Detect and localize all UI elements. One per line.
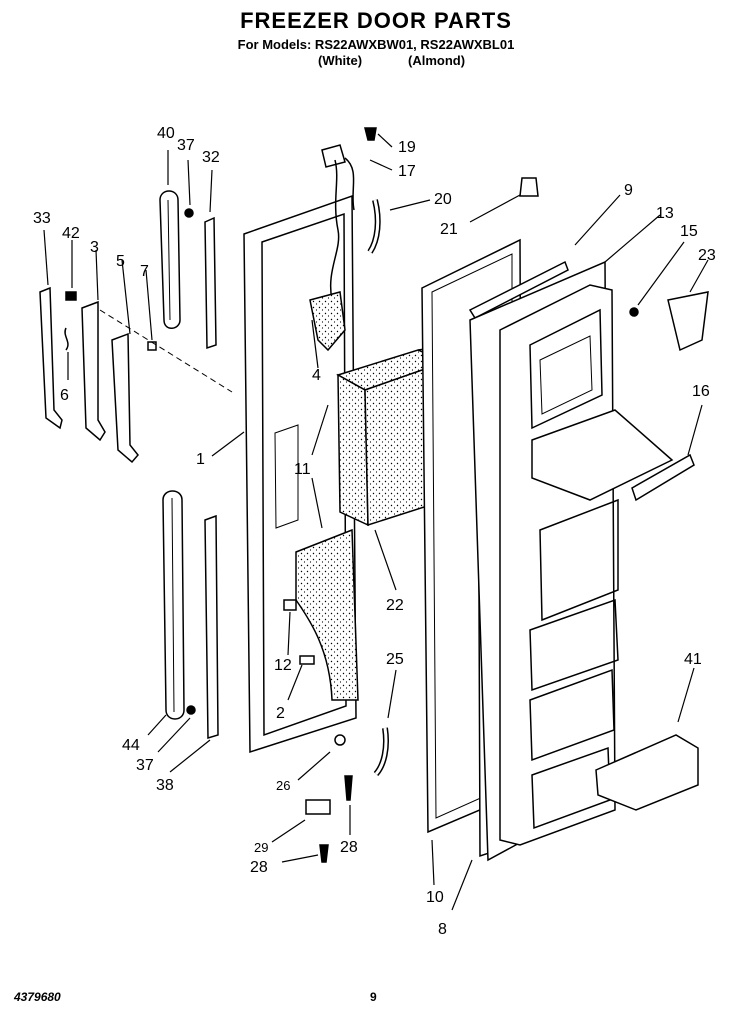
color-almond-label: (Almond)	[408, 53, 466, 68]
screw-28-lower	[319, 844, 329, 863]
document-number: 4379680	[14, 990, 61, 1004]
callout-22: 22	[386, 597, 404, 614]
spring-6	[64, 327, 69, 351]
handle-33	[39, 286, 63, 430]
callout-6: 6	[60, 387, 69, 404]
callout-5: 5	[116, 253, 125, 270]
strip-9	[468, 260, 569, 319]
bracket-2	[299, 655, 315, 665]
callout-28-upper: 28	[340, 839, 358, 856]
callout-44: 44	[122, 737, 140, 754]
foam-piece-4	[309, 291, 346, 352]
page-number: 9	[370, 990, 377, 1004]
callout-21: 21	[440, 221, 458, 238]
callout-28-lower: 28	[250, 859, 268, 876]
clip-7	[147, 341, 157, 351]
screw-19	[364, 127, 377, 141]
screw-28-upper	[344, 775, 353, 801]
callout-25: 25	[386, 651, 404, 668]
callout-13: 13	[656, 205, 674, 222]
door-liner	[499, 284, 674, 846]
callout-12: 12	[274, 657, 292, 674]
callout-42: 42	[62, 225, 80, 242]
model-numbers: For Models: RS22AWXBW01, RS22AWXBL01	[237, 37, 515, 52]
callout-15: 15	[680, 223, 698, 240]
callout-7: 7	[140, 263, 149, 280]
screw-37-lower	[186, 705, 196, 715]
callout-41: 41	[684, 651, 702, 668]
color-white-label: (White)	[318, 53, 363, 68]
callout-4: 4	[312, 367, 321, 384]
wiring-harness	[321, 144, 355, 301]
dispenser-funnel-23	[667, 291, 709, 352]
callout-16: 16	[692, 383, 710, 400]
hinge-bracket-38	[204, 514, 219, 740]
callout-10: 10	[426, 889, 444, 906]
callout-19: 19	[398, 139, 416, 156]
page-title: FREEZER DOOR PARTS	[240, 8, 512, 33]
upper-trim-40	[159, 190, 181, 329]
hinge-29	[305, 799, 331, 815]
callout-11: 11	[294, 461, 311, 478]
callout-26: 26	[276, 778, 290, 793]
handle-5	[111, 332, 139, 464]
callout-9: 9	[624, 182, 633, 199]
handle-3	[81, 300, 106, 442]
shelf-rail-16	[631, 453, 695, 502]
callout-1: 1	[196, 451, 205, 468]
callout-37: 37	[177, 137, 195, 154]
callout-3: 3	[90, 239, 99, 256]
callout-29: 29	[254, 840, 268, 855]
bracket-12	[283, 599, 297, 611]
callout-8: 8	[438, 921, 447, 938]
hinge-bracket-32	[204, 216, 217, 350]
hinge-pin-26	[334, 734, 346, 746]
screw-15	[629, 307, 639, 317]
clip-42	[65, 291, 77, 301]
callout-37-lower: 37	[136, 757, 154, 774]
callout-32: 32	[202, 149, 220, 166]
callout-2: 2	[276, 705, 285, 722]
callout-33: 33	[33, 210, 51, 227]
callout-40: 40	[157, 125, 175, 142]
callout-38: 38	[156, 777, 174, 794]
foam-insulation-11	[295, 528, 359, 701]
bin-41	[595, 734, 699, 811]
callout-20: 20	[434, 191, 452, 208]
callout-23: 23	[698, 247, 716, 264]
callout-17: 17	[398, 163, 416, 180]
screw-37-upper	[184, 208, 194, 218]
cap-21	[519, 177, 539, 197]
